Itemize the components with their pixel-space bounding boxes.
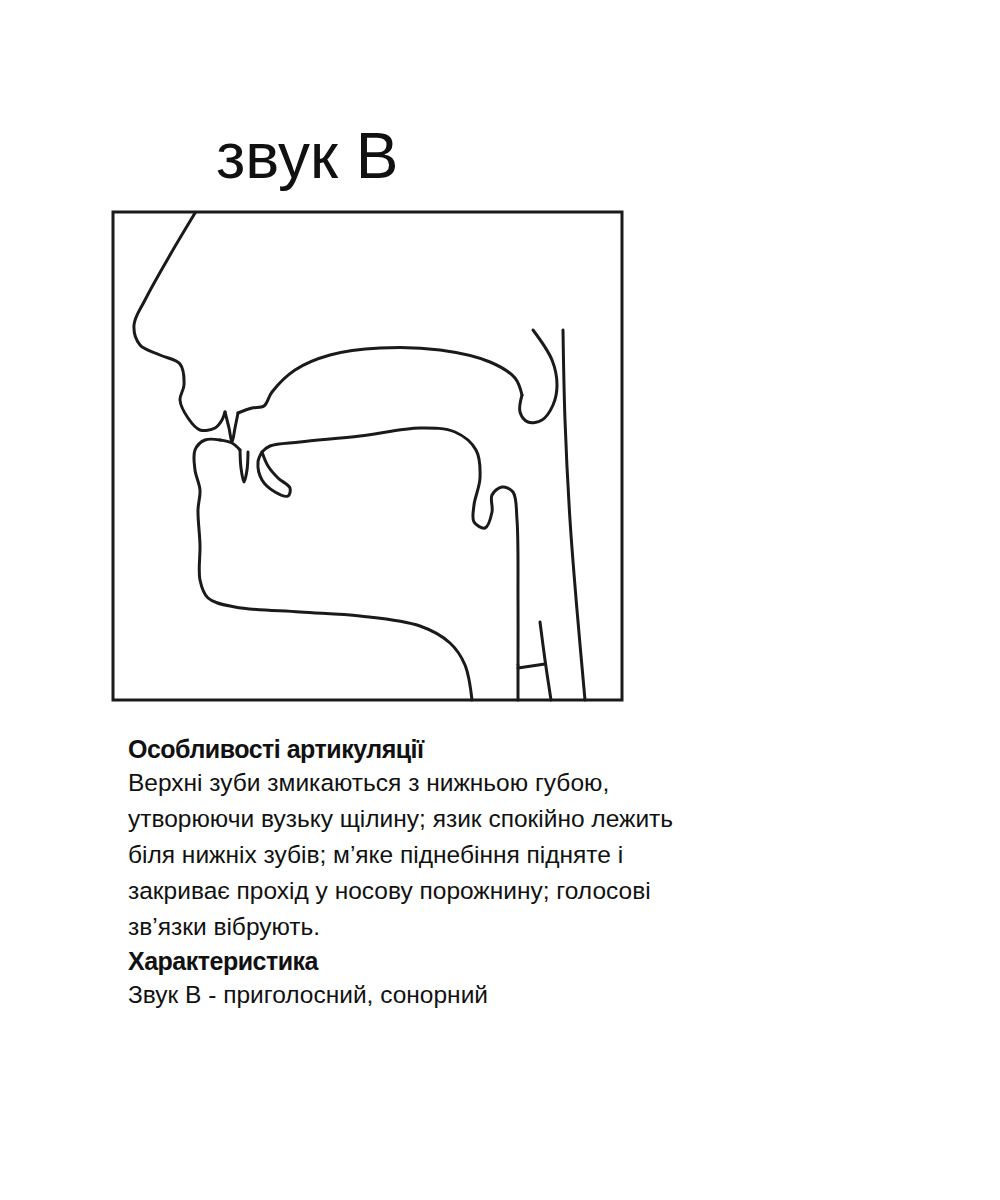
tongue-tip xyxy=(258,452,290,496)
section-text: Звук В - приголосний, сонорний xyxy=(128,977,698,1013)
section-text: Верхні зуби змикаються з нижньою губою, … xyxy=(128,765,698,945)
tongue xyxy=(262,428,518,665)
hard-palate xyxy=(238,348,522,414)
larynx-left xyxy=(517,665,520,700)
vocal-fold xyxy=(518,664,545,668)
frame xyxy=(113,212,622,700)
velum xyxy=(520,330,557,423)
section-heading: Особливості артикуляції xyxy=(128,733,698,765)
face-profile xyxy=(134,213,225,431)
larynx-right xyxy=(540,622,551,700)
text-column: Особливості артикуляціїВерхні зуби змика… xyxy=(128,733,698,1013)
head-profile xyxy=(134,213,585,700)
lower-lip-top xyxy=(220,440,240,450)
lower-incisor xyxy=(240,450,248,482)
upper-incisor xyxy=(225,412,238,442)
title: звук В xyxy=(216,118,398,194)
pharynx-wall xyxy=(563,330,585,700)
lower-lip-chin xyxy=(194,439,472,700)
section-heading: Характеристика xyxy=(128,945,698,977)
